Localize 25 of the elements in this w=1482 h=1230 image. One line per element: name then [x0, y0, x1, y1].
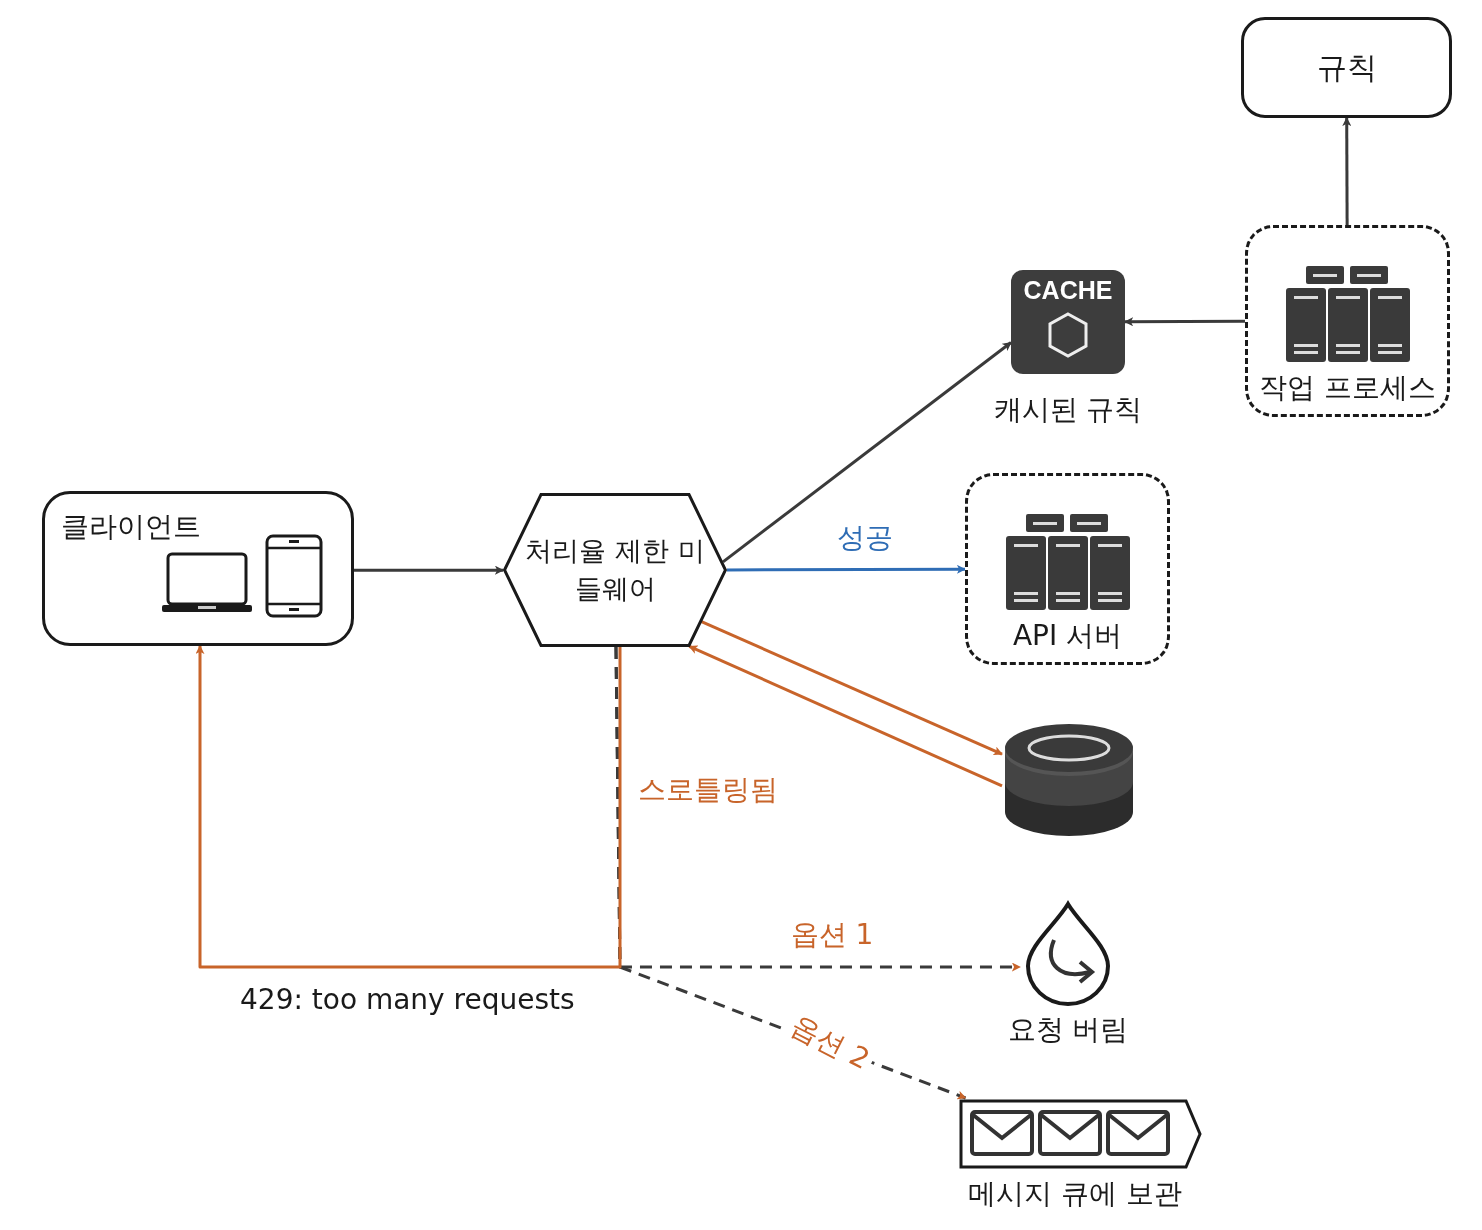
arrow [700, 620, 1003, 756]
node-label: 처리율 제한 미들웨어 [525, 535, 705, 604]
arrow [722, 341, 1012, 564]
cache-box [1011, 270, 1125, 374]
box-label: 규칙 [1316, 49, 1377, 87]
box-label: 클라이언트 [61, 510, 201, 543]
arrow [726, 564, 966, 574]
client-box [42, 491, 354, 646]
arrow [614, 647, 967, 1100]
arrow [688, 645, 1003, 788]
dashed-group-box [1245, 225, 1450, 417]
process-box [1241, 17, 1452, 118]
message-queue-drawing [958, 1098, 1203, 1170]
server-label: API 서버 [1012, 622, 1123, 650]
cache-label: CACHE [1023, 278, 1113, 303]
node-caption: 요청 버림 [1007, 1012, 1129, 1048]
node-caption: 캐시된 규칙 [993, 392, 1143, 428]
server-label: 작업 프로세스 [1259, 374, 1436, 402]
arrow [354, 565, 504, 575]
arrow [1342, 117, 1352, 225]
dashed-group-box [965, 473, 1170, 665]
arrow [195, 645, 622, 969]
status-note: 429: too many requests [240, 982, 575, 1018]
node-caption: 메시지 큐에 보관 [968, 1176, 1182, 1212]
arrow [1124, 317, 1245, 327]
